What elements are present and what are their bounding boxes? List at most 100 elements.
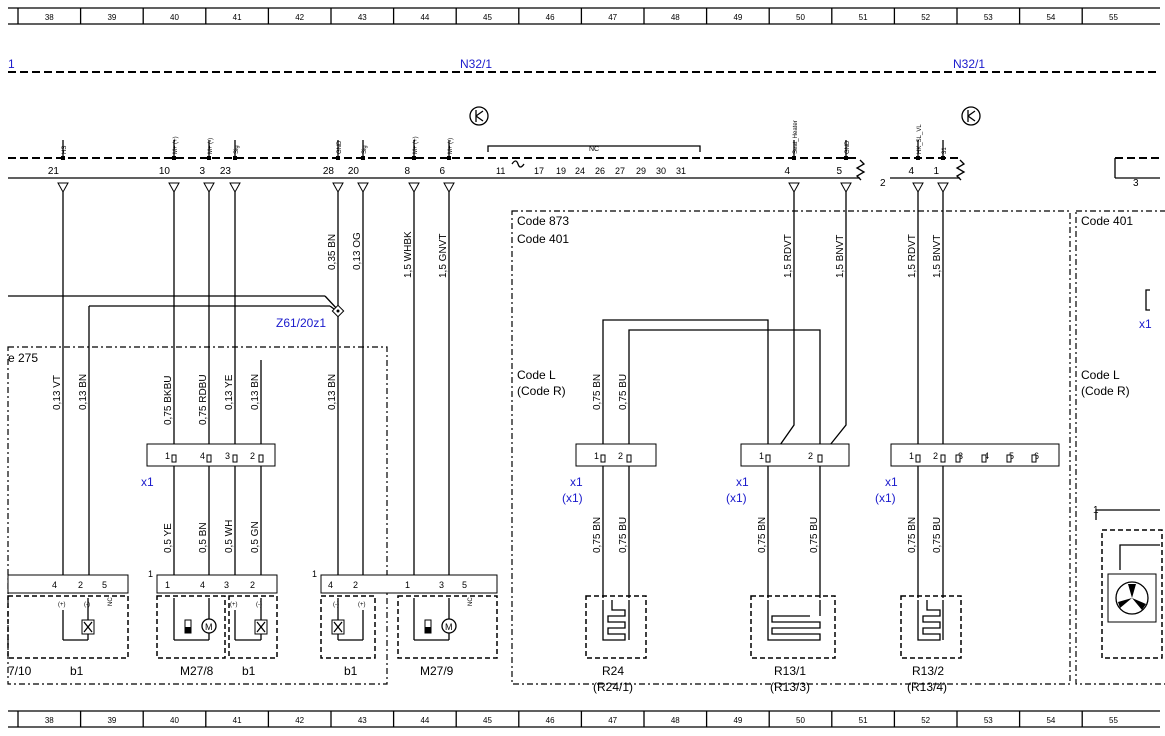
svg-text:5: 5 (102, 580, 107, 590)
svg-text:2: 2 (933, 451, 938, 461)
svg-text:2: 2 (250, 580, 255, 590)
motor-icon: M (413, 598, 457, 641)
svg-text:26: 26 (595, 166, 605, 176)
electronic-symbol-icon (961, 106, 981, 126)
svg-text:1: 1 (165, 451, 170, 461)
header-right-ref: N32/1 (953, 57, 985, 71)
svg-text:23: 23 (220, 166, 232, 177)
svg-text:1: 1 (405, 580, 410, 590)
component-label-m27-9: M27/9 (420, 664, 454, 678)
svg-text:M+ (+): M+ (+) (173, 136, 179, 154)
svg-text:2: 2 (618, 451, 623, 461)
svg-text:10: 10 (159, 166, 171, 177)
connector-x1-c-alt: (x1) (726, 491, 747, 505)
svg-text:Sig: Sig (362, 145, 368, 154)
svg-text:HS: HS (62, 146, 68, 154)
sensor-icon (62, 598, 95, 641)
nc-group: NC 11 17 19 24 26 27 29 30 31 (487, 145, 701, 176)
svg-text:(+): (+) (230, 602, 238, 608)
svg-text:(+): (+) (58, 602, 66, 608)
ruler-cell: 48 (671, 13, 680, 22)
ruler-cell: 39 (107, 13, 116, 22)
component-label-r13-1: R13/1 (774, 664, 806, 678)
ruler-cell: 45 (483, 716, 492, 725)
connector-x1-b-label: x1 (570, 475, 583, 489)
connector-x1-b: 1 2 (575, 443, 657, 467)
wire-label: 0,13 BN (327, 374, 338, 410)
top-pin: 311 (933, 140, 949, 194)
connector-x1-c-label: x1 (736, 475, 749, 489)
wire-label: 0,75 RDBU (198, 374, 209, 425)
svg-text:1: 1 (909, 451, 914, 461)
wire-label: 1,5 BNVT (932, 235, 943, 278)
svg-text:3: 3 (225, 451, 230, 461)
svg-text:3: 3 (199, 166, 205, 177)
svg-text:5: 5 (462, 580, 467, 590)
connector-x1-a-label: x1 (141, 475, 154, 489)
svg-text:Seat_Heater: Seat_Heater (793, 120, 799, 154)
svg-text:1: 1 (148, 569, 153, 579)
component-label-r13-2: R13/2 (912, 664, 944, 678)
component-label-b1-b: b1 (242, 664, 256, 678)
zigzag-icon (855, 159, 866, 181)
ruler-cell: 42 (295, 13, 304, 22)
svg-text:17: 17 (534, 166, 544, 176)
connector-x1-c: 1 2 (740, 443, 850, 467)
ruler-cell: 48 (671, 716, 680, 725)
svg-text:29: 29 (636, 166, 646, 176)
ruler-cell: 38 (45, 13, 54, 22)
wire-label: 1,5 RDVT (783, 234, 794, 278)
code-r-label-right: (Code R) (1081, 384, 1130, 398)
svg-text:4: 4 (908, 166, 914, 177)
wire-label: 0,75 BU (932, 517, 943, 553)
ruler-cell: 40 (170, 716, 179, 725)
ruler-cell: 50 (796, 716, 805, 725)
top-pin: HK_SL_VL4 (908, 124, 924, 194)
wire-label: 1,5 RDVT (907, 234, 918, 278)
top-ruler (8, 7, 1160, 25)
component-label-b1-a: b1 (70, 664, 84, 678)
wire-label: 1,5 BNVT (835, 235, 846, 278)
svg-text:4: 4 (200, 451, 205, 461)
svg-text:24: 24 (575, 166, 585, 176)
ruler-cell: 49 (733, 13, 742, 22)
wire-label: 0,5 GN (250, 521, 261, 553)
svg-text:2: 2 (250, 451, 255, 461)
component-header-m278: 1 1 4 3 2 (148, 569, 278, 594)
wire-label: 0,13 VT (52, 375, 63, 410)
heater-element-icon (917, 600, 944, 641)
svg-text:M: M (205, 622, 213, 632)
svg-text:NC: NC (468, 597, 474, 606)
fragment-x1: x1 (1139, 317, 1152, 331)
component-header-m279: 1 4 2 1 3 5 (312, 569, 498, 594)
polarity-labels: (+) (-) NC (+) (-) (-) (+) NC (58, 597, 474, 608)
side-pin-a: 2 (880, 178, 886, 189)
svg-text:31: 31 (676, 166, 686, 176)
ruler-cell: 50 (796, 13, 805, 22)
splice-label: Z61/20z1 (276, 316, 326, 330)
svg-text:28: 28 (323, 166, 335, 177)
wire-label: 0,5 YE (163, 523, 174, 553)
wire-label: 0,75 BU (618, 374, 629, 410)
code-box-873-label: Code 873 (517, 214, 569, 228)
svg-text:1: 1 (312, 569, 317, 579)
side-pin-b: 3 (1133, 178, 1139, 189)
svg-text:(-): (-) (84, 602, 90, 608)
connector-x1-d-label: x1 (885, 475, 898, 489)
top-pin: M+ (+)8 (404, 136, 420, 194)
ruler-cell: 53 (984, 13, 993, 22)
nc-label: NC (589, 146, 599, 153)
connector-x1-d-alt: (x1) (875, 491, 896, 505)
svg-text:6: 6 (1034, 451, 1039, 461)
wire-label: 0,75 BN (907, 517, 918, 553)
wire-label: 0,5 WH (224, 520, 235, 553)
svg-text:1: 1 (759, 451, 764, 461)
component-header-left: 4 2 5 (7, 574, 129, 594)
ruler-cell: 53 (984, 716, 993, 725)
svg-text:2: 2 (808, 451, 813, 461)
ruler-cell: 39 (107, 716, 116, 725)
wire-label: 0,13 YE (224, 374, 235, 410)
wire-label: 0,75 BU (618, 517, 629, 553)
code-l-label-right: Code L (1081, 368, 1120, 382)
